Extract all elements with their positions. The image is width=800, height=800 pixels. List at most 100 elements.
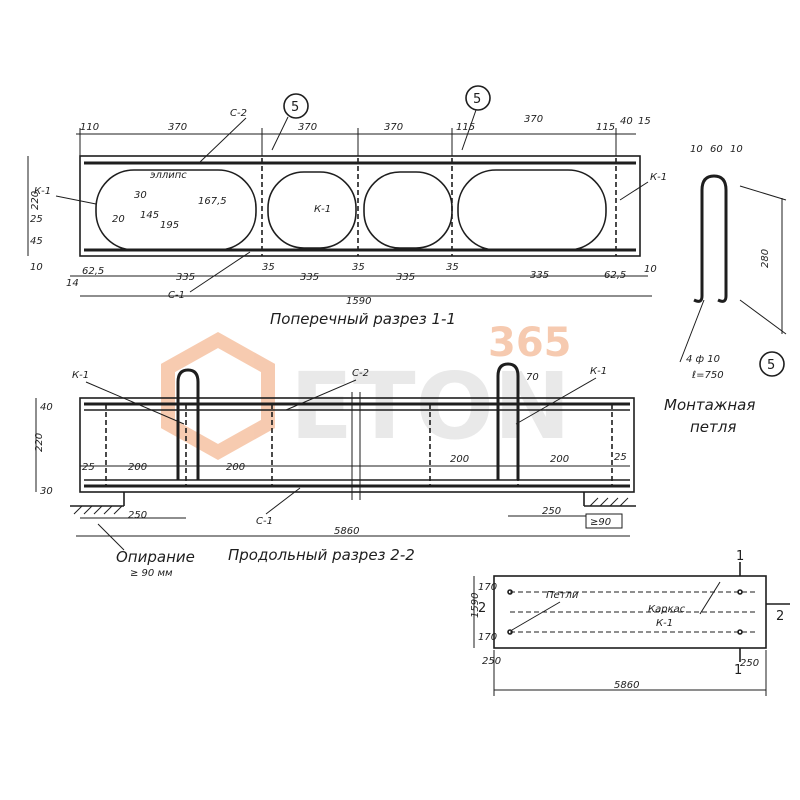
long-label-c2: С-2 — [352, 368, 369, 379]
watermark-logo-hexagon — [161, 331, 275, 461]
loop-left — [176, 368, 200, 480]
plan-frame-label-2: К-1 — [656, 618, 673, 629]
dim-bottom-6: 35 — [352, 262, 365, 273]
support-left — [70, 492, 125, 515]
plan-width: 1590 — [470, 593, 481, 618]
loop-shape — [700, 174, 728, 296]
marker-circle-5b — [465, 85, 491, 111]
plan-end-left: 250 — [482, 656, 501, 667]
cut-label-bottom: 1 — [734, 663, 742, 678]
long-top-dim: 40 — [40, 402, 53, 413]
plan-loop-3 — [737, 589, 743, 595]
loop-dim-top-2: 60 — [710, 144, 723, 155]
void-2 — [267, 171, 357, 249]
dim-top-7: 115 — [596, 122, 615, 133]
plan-side-dim-2: 170 — [478, 632, 497, 643]
longitudinal-section-2-2: 25 200 200 200 200 25 220 40 30 70 250 2… — [34, 362, 636, 579]
dim-top-5: 115 — [456, 122, 475, 133]
long-bottom-dim: 30 — [40, 486, 53, 497]
cut-label-top: 1 — [736, 549, 744, 564]
watermark-number: 365 — [488, 320, 572, 366]
long-label-k1-left: К-1 — [72, 370, 89, 381]
dim-bottom-9: 335 — [530, 270, 549, 281]
section-1-title: Поперечный разрез 1-1 — [270, 310, 456, 328]
slab-long-outline — [79, 397, 635, 493]
long-overall: 5860 — [334, 526, 359, 537]
dim-bottom-8: 35 — [446, 262, 459, 273]
label-k1-right: К-1 — [650, 172, 667, 183]
label-c2: С-2 — [230, 108, 247, 119]
loop-dim-top-1: 10 — [690, 144, 703, 155]
long-loop-height: 70 — [526, 372, 539, 383]
section-2-title: Продольный разрез 2-2 — [228, 546, 415, 564]
label-c1: С-1 — [168, 290, 185, 301]
cross-section-1-1: 110 370 370 370 115 370 115 40 15 14 62,… — [27, 85, 667, 328]
dim-left-3: 45 — [30, 236, 43, 247]
plan-loops-label: Петли — [546, 590, 579, 601]
dim-left-4: 10 — [30, 262, 43, 273]
bearing-box — [585, 513, 623, 529]
dim-top-6: 370 — [524, 114, 543, 125]
void-3 — [363, 171, 453, 249]
plan-loop-4 — [737, 629, 743, 635]
loop-height: 280 — [760, 249, 771, 268]
loop-marker: 5 — [767, 358, 775, 373]
marker-5a: 5 — [291, 100, 299, 115]
plan-frame-label-1: Каркас — [648, 604, 686, 615]
loop-marker-circle — [759, 351, 785, 377]
label-d167: 167,5 — [198, 196, 227, 207]
plan-loop-2 — [507, 629, 513, 635]
long-height: 220 — [34, 433, 45, 452]
loop-title-2: петля — [690, 418, 736, 436]
plan-length: 5860 — [614, 680, 639, 691]
label-d145: 145 — [140, 210, 159, 221]
long-dim-3: 200 — [226, 462, 245, 473]
dim-top-4: 370 — [384, 122, 403, 133]
label-k1-mid: К-1 — [314, 204, 331, 215]
long-dim-6: 25 — [614, 452, 627, 463]
label-ellipse: эллипс — [150, 170, 187, 181]
dim-top-1: 110 — [80, 122, 99, 133]
slab-outline — [79, 155, 641, 257]
support-dim-right: 250 — [542, 506, 561, 517]
dim-left-2: 25 — [30, 214, 43, 225]
void-4 — [457, 169, 607, 251]
label-k1-left: К-1 — [34, 186, 51, 197]
watermark: 365 ETON — [161, 320, 572, 461]
loop-dim-top-3: 10 — [730, 144, 743, 155]
long-label-c1: С-1 — [256, 516, 273, 527]
support-note: ≥ 90 мм — [130, 568, 173, 579]
long-dim-1: 25 — [82, 462, 95, 473]
long-label-k1-right: К-1 — [590, 366, 607, 377]
dim-top-3: 370 — [298, 122, 317, 133]
dim-top-2: 370 — [168, 122, 187, 133]
mounting-loop-detail: 10 60 10 280 4 ф 10 ℓ=750 5 Монтажная пе… — [664, 144, 787, 436]
void-1 — [95, 169, 257, 251]
dim-bottom-4: 35 — [262, 262, 275, 273]
dim-bottom-1: 14 — [66, 278, 79, 289]
dim-bottom-11: 10 — [644, 264, 657, 275]
loop-right — [496, 362, 520, 480]
dim-bottom-7: 335 — [396, 272, 415, 283]
cut-label-left: 2 — [478, 601, 486, 616]
bearing-dim: ≥90 — [590, 517, 611, 528]
loop-length: ℓ=750 — [692, 370, 724, 381]
support-dim-left: 250 — [128, 510, 147, 521]
dim-bottom-3: 335 — [176, 272, 195, 283]
long-dim-2: 200 — [128, 462, 147, 473]
support-right — [583, 492, 636, 507]
support-label: Опирание — [116, 548, 195, 566]
dim-top-9: 15 — [638, 116, 651, 127]
label-d195: 195 — [160, 220, 179, 231]
dim-bottom-10: 62,5 — [604, 270, 626, 281]
dim-bottom-5: 335 — [300, 272, 319, 283]
dim-bottom-2: 62,5 — [82, 266, 104, 277]
plan-view: 1590 170 170 Петли Каркас К-1 1 1 2 2 25… — [470, 549, 790, 696]
plan-end-right: 250 — [740, 658, 759, 669]
long-dim-4: 200 — [450, 454, 469, 465]
plan-loop-1 — [507, 589, 513, 595]
plan-side-dim-1: 170 — [478, 582, 497, 593]
label-d30: 30 — [134, 190, 147, 201]
loop-title-1: Монтажная — [664, 396, 755, 414]
